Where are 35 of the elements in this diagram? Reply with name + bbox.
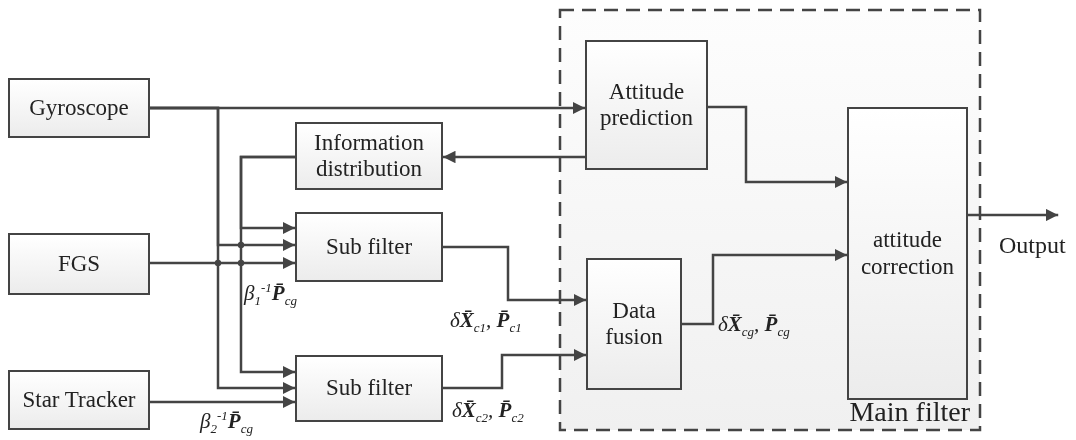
process-box bbox=[295, 122, 443, 190]
box-label: Sub filter bbox=[324, 375, 414, 402]
arrow bbox=[682, 248, 847, 326]
process-box bbox=[8, 370, 150, 430]
arrow bbox=[968, 208, 1059, 222]
box-label: Information distribution bbox=[313, 129, 425, 183]
formula-label: δX̄$_{c2}$, P̄$_{c2}$ bbox=[452, 398, 524, 427]
formula-label: β$_{2}$$^{-1}$P̄$_{cg}$ bbox=[200, 408, 253, 438]
formula-label: δX̄$_{c1}$, P̄$_{c1}$ bbox=[450, 308, 522, 337]
arrow bbox=[708, 105, 847, 189]
group-title: Main filter bbox=[849, 395, 970, 428]
box-label: Star Tracker bbox=[21, 386, 137, 414]
box-label: attitude correction bbox=[859, 227, 956, 280]
arrow bbox=[443, 150, 585, 164]
process-box bbox=[847, 107, 968, 400]
box-label: Gyroscope bbox=[28, 94, 130, 122]
arrow bbox=[150, 256, 295, 270]
process-box bbox=[295, 355, 443, 422]
process-box bbox=[586, 258, 682, 390]
arrow bbox=[239, 155, 295, 379]
output-label: Output bbox=[998, 232, 1067, 260]
arrow bbox=[443, 245, 586, 307]
formula-label: δX̄$_{cg}$, P̄$_{cg}$ bbox=[718, 312, 790, 341]
box-label: Attitude prediction bbox=[598, 78, 695, 132]
box-label: Data fusion bbox=[604, 297, 664, 351]
process-box bbox=[295, 212, 443, 282]
process-box bbox=[585, 40, 708, 170]
arrow bbox=[150, 395, 295, 409]
process-box bbox=[8, 78, 150, 138]
formula-label: β$_{1}$$^{-1}$P̄$_{cg}$ bbox=[244, 280, 297, 310]
box-label: Sub filter bbox=[324, 233, 414, 261]
arrow bbox=[150, 106, 295, 395]
arrow bbox=[443, 348, 586, 390]
process-box bbox=[8, 233, 150, 295]
box-label: FGS bbox=[56, 250, 102, 278]
